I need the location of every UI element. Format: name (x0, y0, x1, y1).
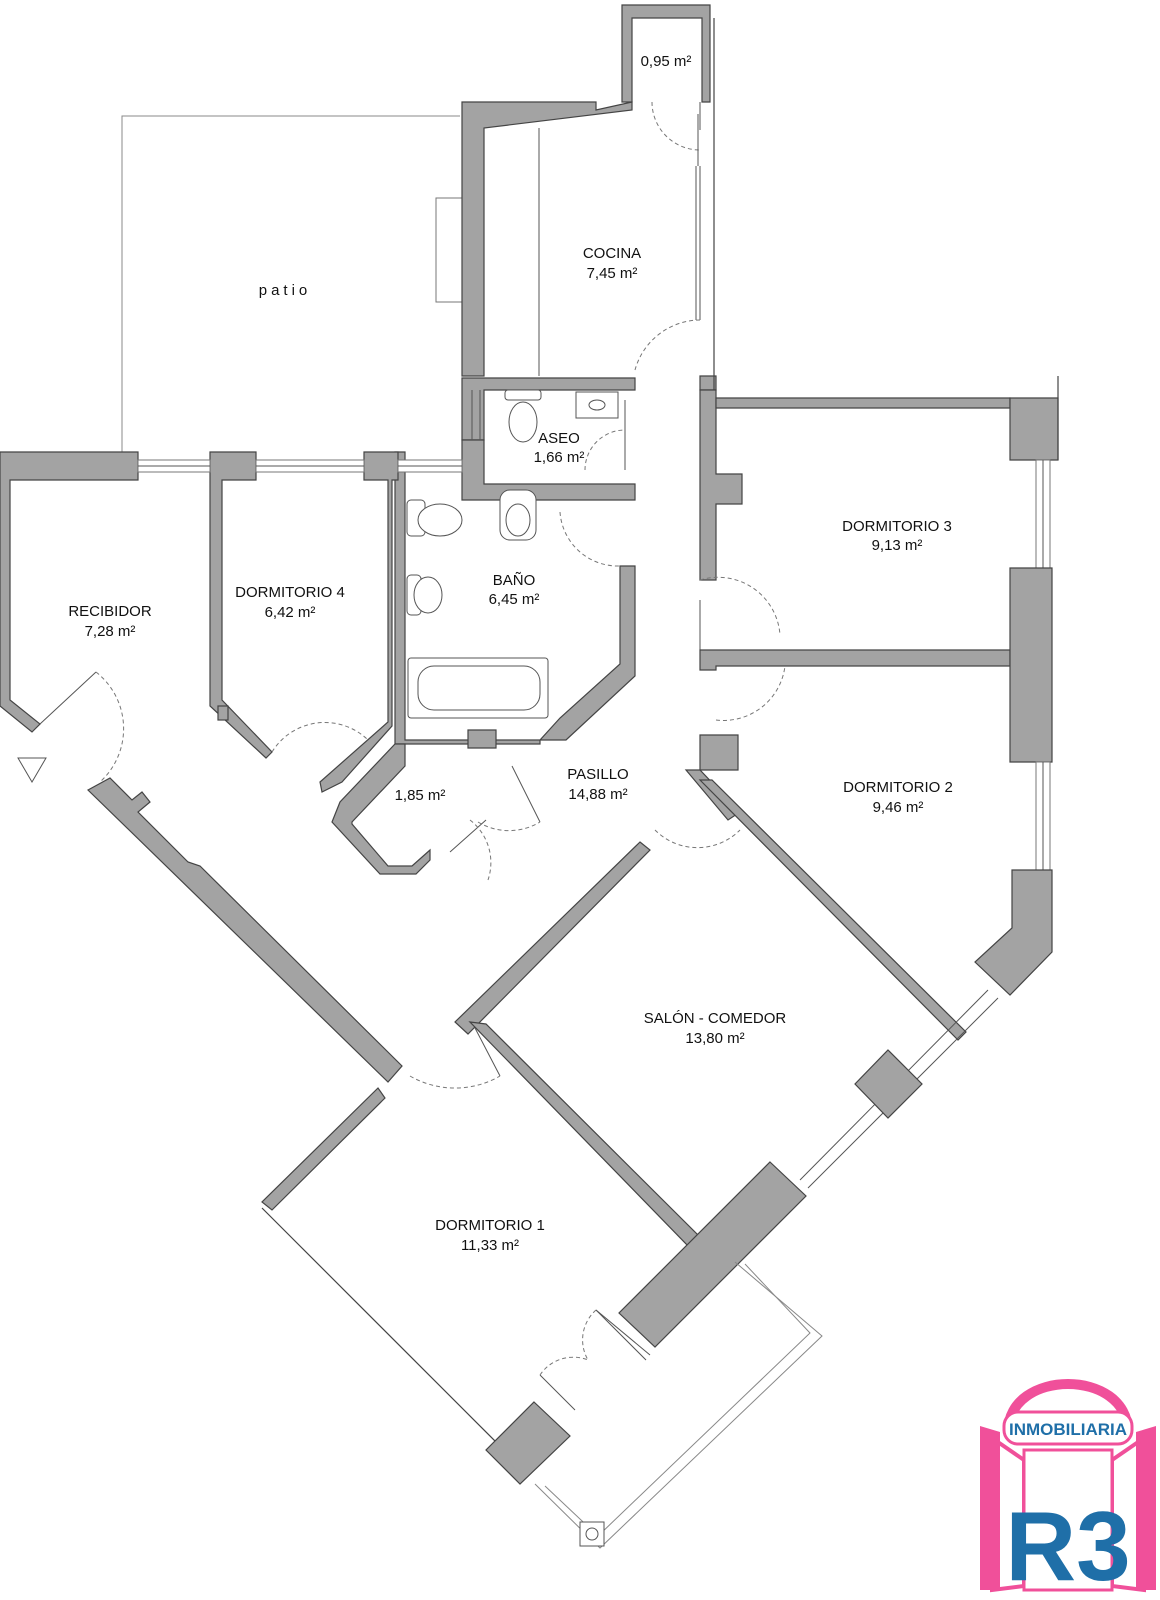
room-label-pasillo: PASILLO 14,88 m² (567, 766, 628, 803)
room-label-aseo: ASEO 1,66 m² (534, 430, 585, 466)
svg-text:14,88 m²: 14,88 m² (568, 786, 627, 803)
corridor-walls (654, 389, 1011, 849)
room-label-cocina: COCINA 7,45 m² (583, 245, 641, 282)
svg-text:13,80 m²: 13,80 m² (685, 1030, 744, 1047)
dormitorio-3-walls (715, 376, 1059, 763)
aseo-walls (461, 377, 636, 501)
closet-walls (331, 743, 541, 881)
svg-text:SALÓN - COMEDOR: SALÓN - COMEDOR (644, 1010, 787, 1027)
kitchen-walls (461, 18, 717, 391)
room-label-recibidor: RECIBIDOR 7,28 m² (68, 603, 152, 640)
svg-text:7,45 m²: 7,45 m² (587, 265, 638, 282)
room-label-bano: BAÑO 6,45 m² (489, 572, 540, 608)
svg-text:patio: patio (259, 282, 312, 299)
logo-word: INMOBILIARIA (1009, 1420, 1127, 1439)
balcony (534, 1261, 823, 1549)
room-label-salon-comedor: SALÓN - COMEDOR 13,80 m² (644, 1010, 787, 1047)
dormitorio-1-walls (261, 1207, 651, 1485)
room-label-dormitorio-4: DORMITORIO 4 6,42 m² (235, 584, 345, 621)
svg-text:RECIBIDOR: RECIBIDOR (68, 603, 152, 620)
svg-text:BAÑO: BAÑO (493, 572, 536, 589)
svg-text:DORMITORIO 2: DORMITORIO 2 (843, 779, 953, 796)
company-logo: INMOBILIARIA R3 (980, 1379, 1156, 1600)
salon-walls (409, 841, 923, 1348)
storage-closet (621, 4, 711, 166)
bano-walls (394, 451, 636, 745)
svg-text:DORMITORIO 3: DORMITORIO 3 (842, 518, 952, 535)
room-label-dormitorio-2: DORMITORIO 2 9,46 m² (843, 779, 953, 816)
dormitorio-2-walls (698, 761, 1053, 1189)
svg-text:ASEO: ASEO (538, 430, 580, 447)
svg-text:1,85 m²: 1,85 m² (395, 787, 446, 804)
svg-text:7,28 m²: 7,28 m² (85, 623, 136, 640)
svg-text:6,42 m²: 6,42 m² (265, 604, 316, 621)
svg-text:COCINA: COCINA (583, 245, 641, 262)
shaft (467, 729, 497, 749)
svg-text:9,46 m²: 9,46 m² (873, 799, 924, 816)
diagonal-wall (86, 777, 403, 1211)
room-label-patio: patio (259, 282, 312, 299)
svg-text:DORMITORIO 1: DORMITORIO 1 (435, 1217, 545, 1234)
svg-text:1,66 m²: 1,66 m² (534, 449, 585, 466)
room-label-dormitorio-1: DORMITORIO 1 11,33 m² (435, 1217, 545, 1254)
svg-text:0,95 m²: 0,95 m² (641, 53, 692, 70)
svg-text:11,33 m²: 11,33 m² (461, 1237, 519, 1254)
left-walls (0, 451, 463, 793)
svg-text:PASILLO: PASILLO (567, 766, 628, 783)
room-label-armario: 1,85 m² (395, 787, 446, 804)
svg-text:6,45 m²: 6,45 m² (489, 591, 540, 608)
room-label-trastero: 0,95 m² (641, 53, 692, 70)
logo-mark: R3 (1005, 1491, 1130, 1600)
room-label-dormitorio-3: DORMITORIO 3 9,13 m² (842, 518, 952, 554)
svg-text:DORMITORIO 4: DORMITORIO 4 (235, 584, 345, 601)
svg-text:9,13 m²: 9,13 m² (872, 537, 923, 554)
